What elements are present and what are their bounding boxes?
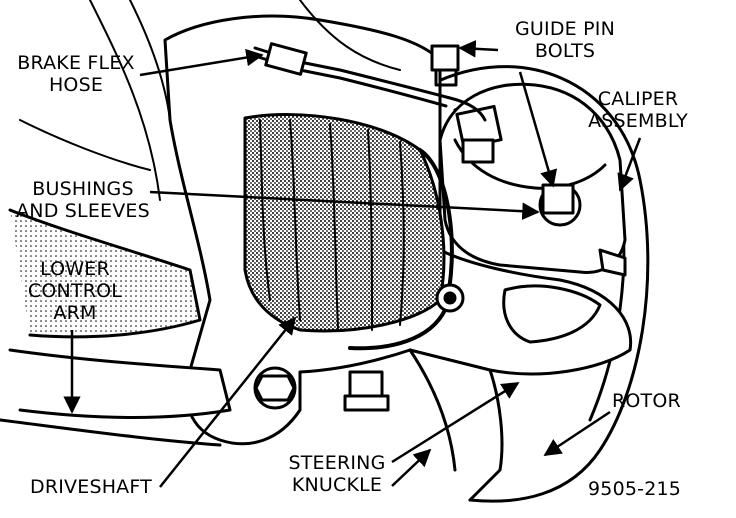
figure-number: 9505-215 — [588, 478, 682, 500]
guide-pin-bolt-upper — [430, 44, 460, 87]
label-steering-knuckle-line2: KNUCKLE — [291, 474, 383, 496]
leader-guide-pin-upper — [458, 40, 499, 58]
label-lower-control-arm-line1: LOWER — [40, 258, 110, 280]
label-lower-control-arm-line3: ARM — [53, 302, 97, 324]
leader-caliper — [617, 137, 642, 192]
label-caliper-assembly-line2: ASSEMBLY — [588, 110, 688, 132]
leader-rotor — [543, 410, 611, 457]
leader-guide-pin-lower — [518, 71, 558, 188]
label-guide-pin-bolts: GUIDE PIN BOLTS — [500, 18, 630, 62]
leader-driveshaft — [159, 316, 297, 488]
lower-control-arm — [0, 208, 232, 447]
leader-knuckle-2 — [391, 448, 432, 487]
label-bushings-line2: AND SLEEVES — [16, 200, 150, 222]
leader-brake-flex-hose — [139, 48, 264, 77]
label-caliper-assembly-line1: CALIPER — [597, 88, 679, 110]
label-steering-knuckle-line1: STEERING — [288, 452, 386, 474]
label-lower-control-arm: LOWER CONTROL ARM — [12, 258, 138, 324]
label-guide-pin-bolts-line2: BOLTS — [534, 40, 596, 62]
label-steering-knuckle: STEERING KNUCKLE — [282, 452, 392, 496]
label-driveshaft: DRIVESHAFT — [30, 476, 152, 498]
hub-tone-ring — [348, 148, 465, 351]
brake-line — [253, 42, 487, 122]
label-bushings-line1: BUSHINGS — [32, 178, 134, 200]
knuckle-lower-bolt — [343, 370, 390, 412]
leader-bushings — [149, 190, 540, 220]
cv-boot — [243, 113, 446, 333]
caliper-body — [438, 82, 627, 277]
label-guide-pin-bolts-line1: GUIDE PIN — [515, 18, 615, 40]
label-caliper-assembly: CALIPER ASSEMBLY — [582, 88, 694, 132]
label-rotor: ROTOR — [612, 390, 681, 412]
label-lower-control-arm-line2: CONTROL — [27, 280, 123, 302]
label-brake-flex-hose-line2: HOSE — [48, 74, 104, 96]
label-bushings-and-sleeves: BUSHINGS AND SLEEVES — [10, 178, 156, 222]
label-brake-flex-hose-line1: BRAKE FLEX — [17, 52, 135, 74]
label-brake-flex-hose: BRAKE FLEX HOSE — [12, 52, 140, 96]
ball-joint-nut — [253, 366, 297, 410]
